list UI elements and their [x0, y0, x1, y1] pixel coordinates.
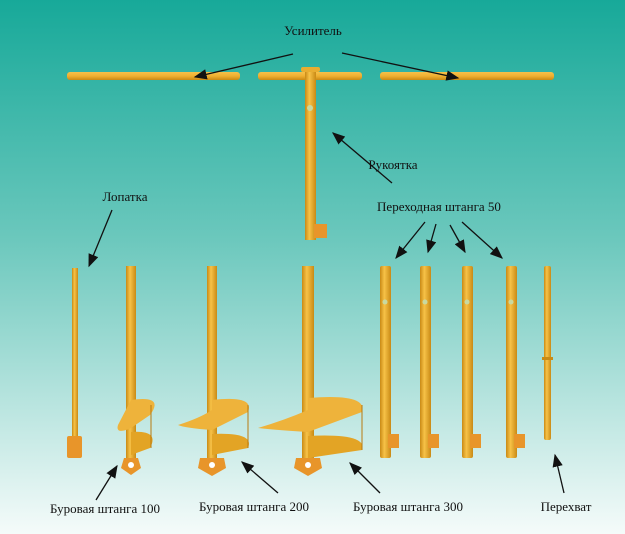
adapter-rod-4	[506, 266, 525, 458]
drill-rod-300	[258, 266, 363, 476]
drill-rod-200	[178, 266, 249, 476]
arrow-adapter-3	[449, 224, 466, 254]
label-reinforcer: Усилитель	[284, 23, 342, 38]
arrow-drill-100	[95, 464, 118, 501]
arrow-adapter-1	[395, 221, 426, 260]
label-adapter-rod: Переходная штанга 50	[377, 199, 501, 214]
handle	[301, 67, 327, 240]
arrows	[88, 52, 565, 501]
reinforcer-bar-right	[380, 72, 554, 80]
label-handle: Рукоятка	[368, 157, 417, 172]
label-drill-rod-100: Буровая штанга 100	[50, 501, 160, 516]
reinforcer-bar-left	[67, 72, 240, 80]
label-drill-rod-300: Буровая штанга 300	[353, 499, 463, 514]
adapter-rod-2	[420, 266, 439, 458]
label-blade: Лопатка	[103, 189, 148, 204]
arrow-blade	[88, 209, 113, 268]
arrow-handle	[332, 132, 393, 184]
arrow-reinforcer-right	[341, 52, 460, 81]
arrow-reinforcer-left	[193, 53, 294, 80]
arrow-drill-200	[241, 461, 279, 494]
label-drill-rod-200: Буровая штанга 200	[199, 499, 309, 514]
arrow-grip	[552, 453, 565, 494]
adapter-rod-1	[380, 266, 399, 458]
adapter-rod-3	[462, 266, 481, 458]
arrow-adapter-2	[426, 223, 437, 254]
blade-tool	[67, 268, 82, 458]
arrow-drill-300	[349, 462, 381, 494]
grip-rod	[542, 266, 553, 440]
arrow-adapter-4	[461, 221, 503, 259]
label-grip: Перехват	[541, 499, 592, 514]
drill-rod-100	[117, 266, 155, 475]
